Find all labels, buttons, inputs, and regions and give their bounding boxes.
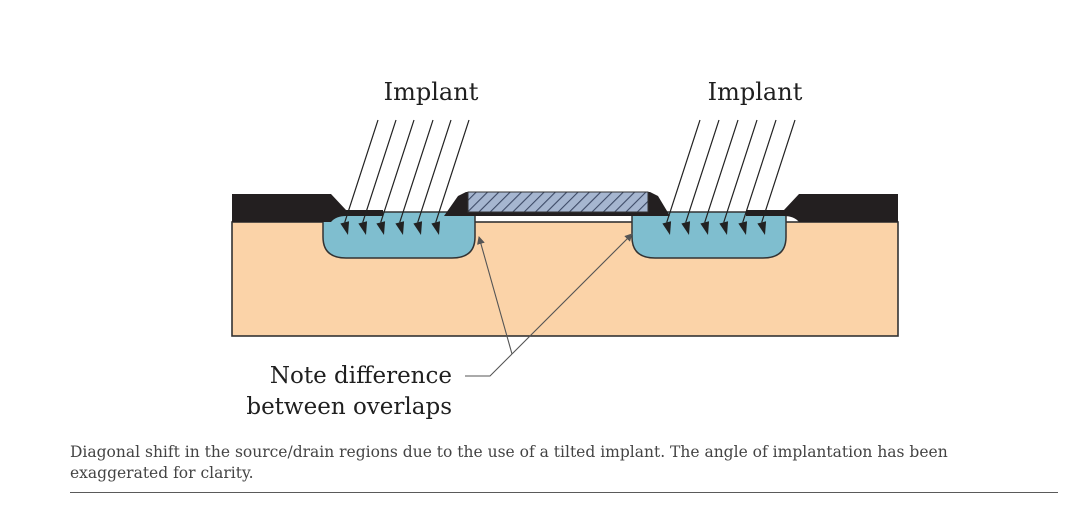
field-oxide-left (232, 194, 383, 222)
implant-arrow-shaft (417, 119, 452, 223)
figure-caption: Diagonal shift in the source/drain regio… (70, 443, 948, 482)
implant-arrows-left (340, 119, 470, 235)
implant-arrow-shaft (761, 119, 796, 223)
implant-arrowhead (757, 221, 767, 235)
caption-divider (70, 492, 1058, 493)
implant-arrow-shaft (723, 119, 758, 223)
implant-arrow-shaft (399, 119, 434, 223)
implant-arrowhead (719, 221, 729, 235)
note-label-line2: between overlaps (246, 394, 452, 420)
implant-arrow-shaft (742, 119, 777, 223)
implant-arrowhead (662, 221, 672, 235)
implant-arrow-shaft (362, 119, 397, 223)
implant-arrowhead (431, 221, 441, 235)
implant-arrowhead (395, 221, 405, 235)
implant-label-left: Implant (384, 78, 479, 106)
note-label-line1: Note difference (270, 363, 452, 389)
overlap-leader-lines (465, 233, 633, 377)
implant-arrowhead (340, 221, 350, 235)
field-oxide-right (746, 194, 898, 222)
implant-arrows-right (662, 119, 796, 235)
tilted-implant-diagram: Implant Implant Note difference between … (231, 78, 899, 420)
implant-arrow-shaft (704, 119, 739, 223)
implant-arrow-shaft (666, 119, 701, 223)
implant-arrowhead (413, 221, 423, 235)
implant-arrowhead (358, 221, 368, 235)
implant-arrow-shaft (344, 119, 379, 223)
implant-arrow-shaft (685, 119, 720, 223)
implant-arrowhead (376, 221, 386, 235)
implant-arrow-shaft (435, 119, 470, 223)
implant-arrowhead (738, 221, 748, 235)
implant-label-right: Implant (708, 78, 803, 106)
gate-electrode (467, 191, 649, 213)
implant-arrowhead (700, 221, 710, 235)
implant-arrow-shaft (380, 119, 415, 223)
implant-arrowhead (681, 221, 691, 235)
